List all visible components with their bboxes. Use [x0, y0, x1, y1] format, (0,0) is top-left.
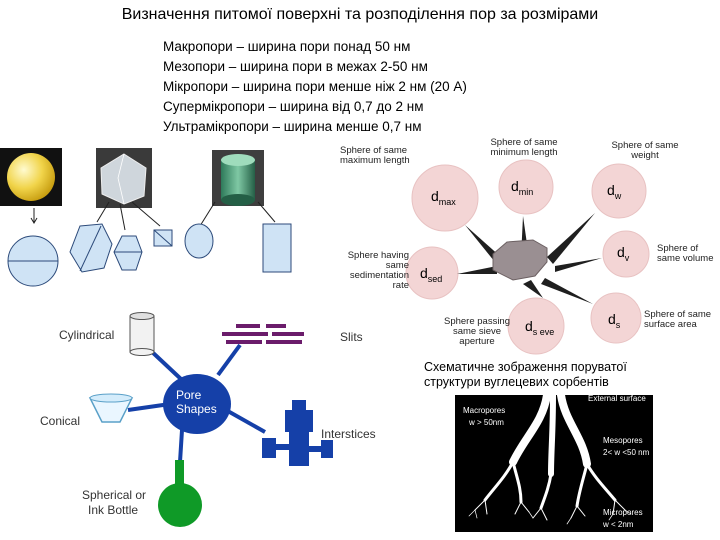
symbol-max-length: dmax [431, 188, 456, 207]
symbol-surface: ds [608, 311, 621, 330]
pore-structure-caption: Схематичне зображення поруватої структур… [424, 360, 627, 389]
sphere-volume [602, 230, 650, 278]
label-spherical-line1: Spherical or [82, 488, 147, 502]
sphere-min-length [498, 159, 554, 215]
definition-ultramicropores: Ультрамікропори – ширина менше 0,7 нм [163, 119, 422, 134]
label-micropores: Micropores [603, 508, 643, 517]
symbol-weight: dw [607, 182, 622, 201]
label-max-length: Sphere of same maximum length [340, 145, 410, 166]
label-cylindrical: Cylindrical [59, 328, 115, 342]
symbol-volume: dv [617, 244, 630, 263]
sphere-max-length [411, 164, 479, 232]
label-conical: Conical [40, 414, 81, 428]
label-min-length: Sphere of same minimum length [490, 137, 558, 158]
definition-macropores: Макропори – ширина пори понад 50 нм [163, 39, 411, 54]
label-micro-width: w < 2nm [603, 520, 634, 529]
label-interstices: Interstices [321, 427, 376, 441]
pore-shapes-diagram [88, 312, 333, 527]
label-macropores: Macropores [463, 406, 506, 415]
label-surface: Sphere of same surface area [644, 309, 712, 330]
irregular-particle [492, 239, 548, 281]
symbol-sieve: ds eve [525, 318, 555, 337]
conical-pore-icon [88, 393, 134, 423]
definition-supermicropores: Супермікропори – ширина від 0,7 до 2 нм [163, 99, 424, 114]
sphere-sieve [507, 297, 565, 355]
ink-bottle-pore-icon [158, 460, 202, 527]
definition-mesopores: Мезопори – ширина пори в межах 2-50 нм [163, 59, 428, 74]
label-slits: Slits [340, 330, 363, 344]
slits-pore-icon [222, 324, 304, 344]
symbol-min-length: dmin [511, 178, 534, 197]
page-title: Визначення питомої поверхні та розподіле… [121, 6, 599, 23]
equivalent-spheres-diagram [405, 159, 650, 355]
label-meso-width: 2< w <50 nm [603, 448, 650, 457]
sphere-weight [591, 163, 647, 219]
label-macro-width: w > 50nm [469, 418, 504, 427]
label-mesopores: Mesopores [603, 436, 643, 445]
cylinder-photo [221, 154, 255, 166]
label-volume: Sphere of same volume [657, 243, 714, 264]
definition-micropores: Мікропори – ширина пори менше ніж 2 нм (… [163, 79, 467, 94]
label-spherical-line2: Ink Bottle [88, 503, 139, 517]
cylindrical-pore-icon [129, 312, 155, 356]
label-sedimentation: Sphere having same sedimentation rate [347, 250, 409, 291]
pore-structure-image [455, 392, 653, 532]
label-external-surface: External surface [588, 394, 646, 403]
sphere-sedimentation [405, 246, 459, 300]
pore-shapes-center [163, 374, 231, 434]
interstices-pore-icon [262, 400, 333, 466]
pore-shapes-center-line2: Shapes [176, 402, 217, 416]
label-sieve: Sphere passing same sieve aperture [443, 316, 511, 347]
label-weight: Sphere of same weight [611, 140, 679, 161]
particle-shapes-figure [0, 148, 292, 287]
symbol-sedimentation: dsed [420, 265, 443, 284]
pore-shapes-center-line1: Pore [176, 388, 202, 402]
sphere-surface [590, 292, 642, 344]
sphere-photo [7, 153, 55, 201]
